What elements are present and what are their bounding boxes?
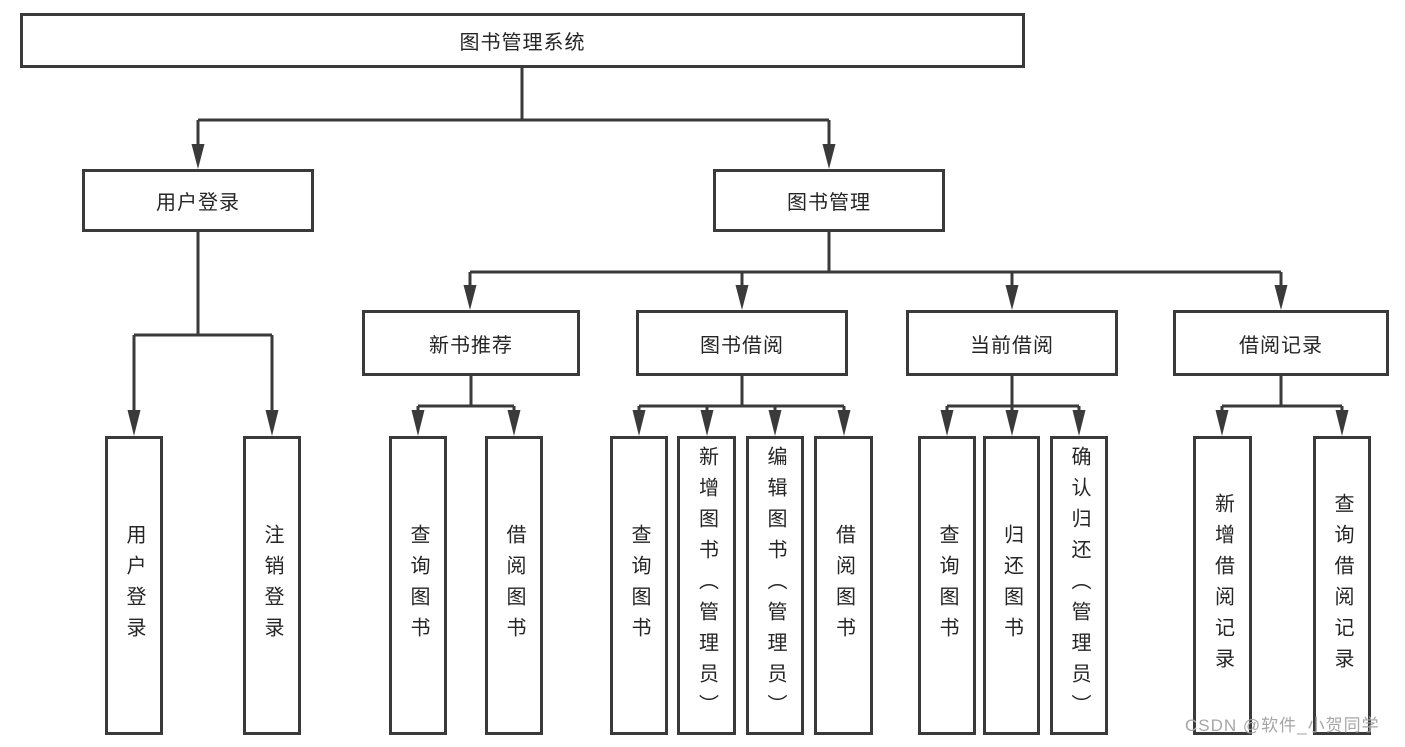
- node-leaf-cb-confirm-return: 确认归还（管理员）: [1050, 436, 1108, 735]
- node-leaf-bb-query-books-label: 查询图书: [628, 523, 650, 648]
- node-root-label: 图书管理系统: [459, 32, 586, 54]
- node-leaf-query-borrow-record: 查询借阅记录: [1313, 436, 1371, 735]
- node-leaf-bb-borrow-books: 借阅图书: [814, 436, 873, 735]
- node-leaf-bb-edit-books-label: 编辑图书（管理员）: [764, 446, 786, 725]
- edge-root-to-level2: [196, 68, 831, 146]
- node-new-book-rec-label: 新书推荐: [429, 334, 513, 357]
- node-book-borrow-label: 图书借阅: [700, 334, 784, 357]
- node-leaf-add-borrow-record-label: 新增借阅记录: [1211, 492, 1234, 679]
- node-leaf-cb-confirm-return-label: 确认归还（管理员）: [1068, 446, 1090, 725]
- node-borrow-record-label: 借阅记录: [1239, 334, 1323, 357]
- node-leaf-add-borrow-record: 新增借阅记录: [1193, 436, 1252, 735]
- node-leaf-logout: 注销登录: [243, 436, 301, 735]
- node-leaf-bb-add-books-label: 新增图书（管理员）: [695, 446, 718, 725]
- node-leaf-user-login-label: 用户登录: [123, 523, 145, 648]
- arrowheads: [127, 144, 1349, 436]
- node-leaf-rec-borrow-books: 借阅图书: [485, 436, 543, 735]
- node-leaf-rec-query-books-label: 查询图书: [407, 523, 429, 648]
- node-borrow-record: 借阅记录: [1173, 310, 1389, 376]
- node-root: 图书管理系统: [20, 13, 1025, 68]
- node-leaf-user-login: 用户登录: [105, 436, 163, 735]
- edge-new-book-rec-to-leaves: [416, 376, 516, 412]
- node-leaf-bb-query-books: 查询图书: [610, 436, 668, 735]
- node-user-login-label: 用户登录: [156, 192, 240, 214]
- node-leaf-cb-return-books-label: 归还图书: [1000, 523, 1023, 648]
- node-new-book-rec: 新书推荐: [362, 310, 580, 376]
- node-user-login: 用户登录: [82, 169, 314, 232]
- node-book-mgmt-label: 图书管理: [787, 192, 871, 214]
- watermark: CSDN @软件_小贺同学: [1185, 716, 1380, 735]
- node-leaf-cb-query-books-label: 查询图书: [936, 523, 958, 648]
- edge-borrow-record-to-leaves: [1220, 376, 1344, 412]
- edge-user-login-to-leaves: [132, 232, 274, 412]
- node-leaf-cb-query-books: 查询图书: [918, 436, 976, 735]
- edge-current-borrow-to-leaves: [945, 376, 1081, 412]
- node-book-borrow: 图书借阅: [636, 310, 848, 376]
- node-current-borrow-label: 当前借阅: [970, 334, 1054, 357]
- node-leaf-bb-edit-books: 编辑图书（管理员）: [746, 436, 804, 735]
- edge-book-mgmt-to-level3: [468, 232, 1283, 287]
- node-book-mgmt: 图书管理: [713, 169, 945, 232]
- node-leaf-cb-return-books: 归还图书: [983, 436, 1040, 735]
- node-leaf-query-borrow-record-label: 查询借阅记录: [1331, 492, 1353, 679]
- edge-book-borrow-to-leaves: [637, 376, 846, 412]
- node-leaf-rec-borrow-books-label: 借阅图书: [503, 523, 525, 648]
- node-leaf-bb-borrow-books-label: 借阅图书: [832, 523, 855, 648]
- node-leaf-logout-label: 注销登录: [261, 523, 283, 648]
- node-current-borrow: 当前借阅: [906, 310, 1118, 376]
- node-leaf-rec-query-books: 查询图书: [389, 436, 447, 735]
- node-leaf-bb-add-books: 新增图书（管理员）: [677, 436, 736, 735]
